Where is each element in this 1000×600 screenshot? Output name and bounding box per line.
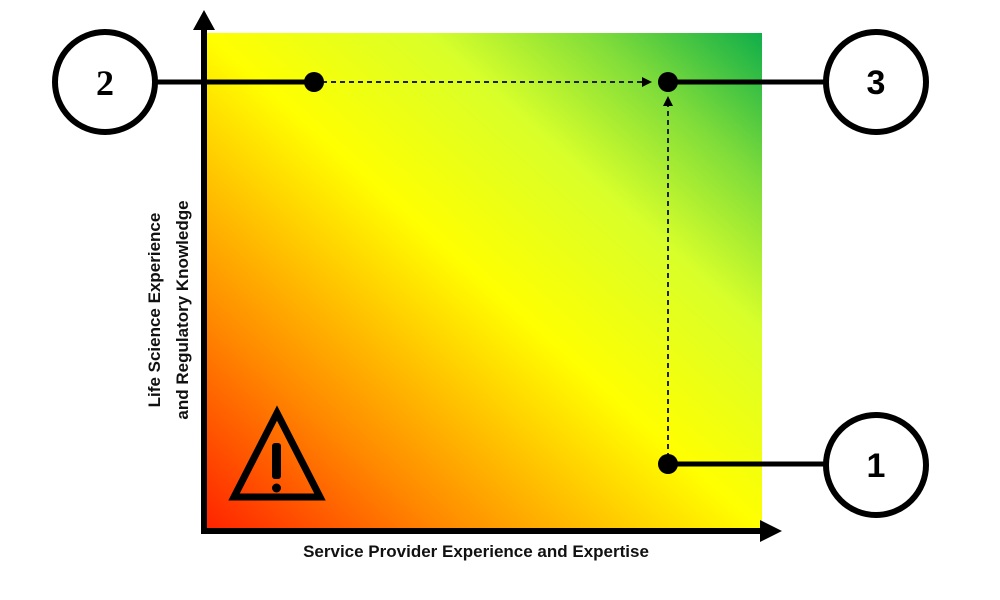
point-3-dot xyxy=(658,72,678,92)
warning-triangle-icon xyxy=(228,405,326,501)
marker-3-label: 3 xyxy=(867,64,886,102)
x-axis-arrow-icon xyxy=(760,520,782,542)
marker-2-label: 2 xyxy=(96,63,114,103)
marker-2: 2 xyxy=(52,29,158,135)
point-1-dot xyxy=(658,454,678,474)
y-axis-label-line1: Life Science Experience xyxy=(145,213,164,408)
point-2-dot xyxy=(304,72,324,92)
y-axis xyxy=(193,10,215,532)
x-axis xyxy=(201,520,782,542)
x-axis-label: Service Provider Experience and Expertis… xyxy=(303,542,649,561)
y-axis-arrow-icon xyxy=(193,10,215,30)
marker-3: 3 xyxy=(823,29,929,135)
gradient-plot-area xyxy=(205,33,762,530)
marker-1: 1 xyxy=(823,412,929,518)
marker-1-label: 1 xyxy=(867,447,886,485)
y-axis-label-line2: and Regulatory Knowledge xyxy=(173,200,192,419)
